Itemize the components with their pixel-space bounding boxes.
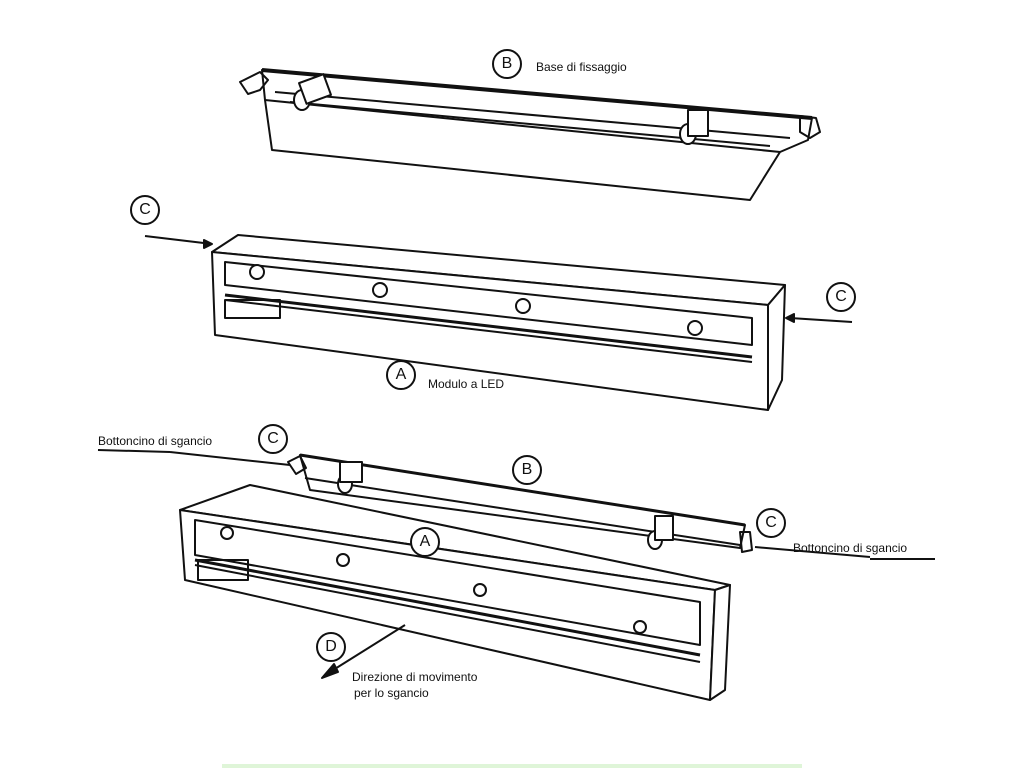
marker-c-left: C xyxy=(130,195,160,225)
marker-c-right: C xyxy=(826,282,856,312)
marker-c-bottom-left: C xyxy=(258,424,288,454)
label-direction-line2: per lo sgancio xyxy=(354,686,429,700)
label-base: Base di fissaggio xyxy=(536,60,627,74)
marker-b-bottom: B xyxy=(512,455,542,485)
bottom-accent-strip xyxy=(222,764,802,768)
label-button-right: Bottoncino di sgancio xyxy=(793,541,908,555)
led-module-middle xyxy=(144,234,853,411)
marker-a-bottom: A xyxy=(410,527,440,557)
assembled-unit-bottom xyxy=(97,449,935,701)
marker-a-middle: A xyxy=(386,360,416,390)
marker-c-bottom-right: C xyxy=(756,508,786,538)
label-button-left: Bottoncino di sgancio xyxy=(98,434,213,448)
marker-d: D xyxy=(316,632,346,662)
label-direction: Direzione di movimento xyxy=(352,670,478,684)
label-module: Modulo a LED xyxy=(428,377,505,391)
mounting-base-top xyxy=(239,68,821,201)
marker-b-top: B xyxy=(492,49,522,79)
